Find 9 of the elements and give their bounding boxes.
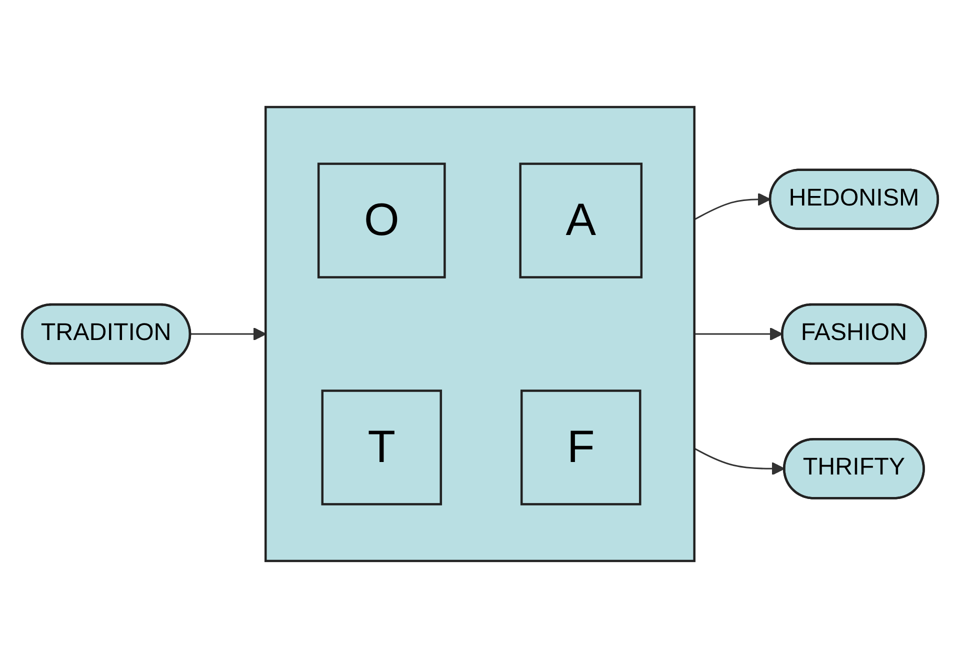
node-box: A	[518, 162, 642, 278]
arrow	[189, 326, 266, 340]
node-box: T	[320, 389, 442, 505]
node-box: F	[520, 389, 641, 505]
arrow	[694, 326, 782, 340]
cluster	[264, 105, 695, 562]
arrow	[694, 447, 784, 475]
node-box: O	[316, 162, 446, 278]
arrow	[694, 192, 770, 220]
